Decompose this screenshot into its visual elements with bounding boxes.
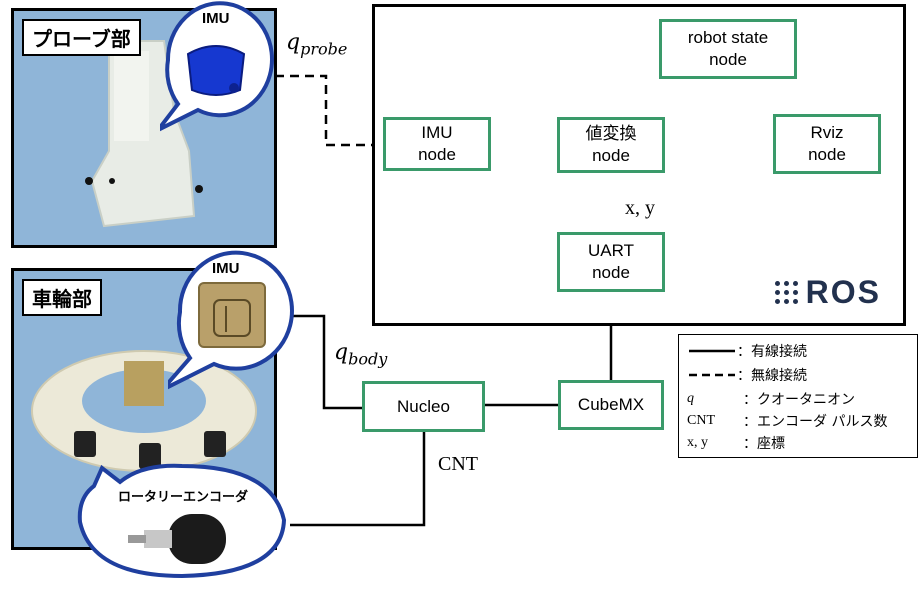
legend-row-solid: ：有線接続	[687, 341, 807, 361]
legend-dashed-line-icon	[689, 373, 735, 377]
node-imu-line2: node	[418, 145, 456, 164]
legend-xy-desc: ：座標	[743, 436, 785, 452]
label-q-probe-sub: probe	[300, 39, 348, 59]
label-cnt: CNT	[438, 453, 478, 475]
node-rviz-line1: Rviz	[810, 123, 844, 142]
wired-link-encoder	[290, 432, 426, 527]
node-convert-line2: node	[592, 146, 630, 165]
legend-row-q: q ：クオータニオン	[687, 389, 855, 409]
node-rviz: Rviz node	[773, 114, 881, 174]
legend-q-symbol: q	[687, 391, 694, 406]
label-q-probe-base: q	[286, 30, 301, 55]
node-convert: 値変換 node	[557, 117, 665, 173]
ros-logo: ROS	[774, 274, 881, 311]
legend-cnt-desc: ：エンコーダ パルス数	[743, 414, 888, 430]
label-q-probe: qprobe	[286, 30, 347, 58]
label-q-body-base: q	[334, 340, 349, 365]
wireless-link-probe	[275, 74, 384, 147]
label-q-body: qbody	[334, 340, 387, 368]
imu-probe-title: IMU	[202, 10, 230, 27]
node-imu: IMU node	[383, 117, 491, 171]
node-convert-line1: 値変換	[585, 124, 637, 143]
imu-body-image	[196, 280, 268, 350]
node-nucleo: Nucleo	[362, 381, 485, 432]
legend-solid-line-icon	[689, 349, 735, 353]
legend-row-cnt: CNT ：エンコーダ パルス数	[687, 411, 887, 431]
legend-solid-label: 有線接続	[751, 344, 807, 360]
node-cubemx-label: CubeMX	[577, 395, 645, 414]
probe-label: プローブ部	[22, 19, 141, 56]
legend-cnt-symbol: CNT	[687, 413, 715, 428]
label-q-body-sub: body	[348, 349, 388, 369]
legend-xy-symbol: x, y	[687, 435, 708, 450]
legend: ：有線接続 ：無線接続 q ：クオータニオン CNT ：エンコーダ パルス数 x…	[678, 334, 918, 458]
node-uart: UART node	[557, 232, 665, 292]
node-nucleo-label: Nucleo	[397, 396, 450, 416]
node-robot-state-line1: robot state	[687, 28, 769, 47]
node-robot-state: robot state node	[659, 19, 797, 79]
wheel-label: 車輪部	[22, 279, 102, 316]
node-imu-line1: IMU	[421, 123, 453, 142]
node-rviz-line2: node	[808, 145, 846, 164]
ros-logo-dots-icon	[774, 281, 798, 304]
encoder-image	[122, 508, 242, 568]
legend-dashed-sep: ：	[737, 368, 751, 384]
imu-probe-image	[178, 34, 254, 102]
ros-logo-text: ROS	[805, 274, 881, 310]
legend-row-xy: x, y ：座標	[687, 433, 785, 453]
node-robot-state-line2: node	[709, 50, 747, 69]
legend-solid-sep: ：	[737, 344, 751, 360]
encoder-title: ロータリーエンコーダ	[118, 489, 249, 504]
legend-dashed-label: 無線接続	[751, 368, 807, 384]
node-uart-line2: node	[592, 263, 630, 282]
wired-link-body-imu	[290, 314, 362, 410]
legend-row-dashed: ：無線接続	[687, 365, 807, 385]
node-uart-line1: UART	[588, 241, 634, 260]
legend-q-desc: ：クオータニオン	[743, 392, 855, 408]
label-xy: x, y	[625, 197, 655, 219]
imu-body-title: IMU	[212, 260, 240, 277]
node-cubemx: CubeMX	[558, 380, 664, 430]
